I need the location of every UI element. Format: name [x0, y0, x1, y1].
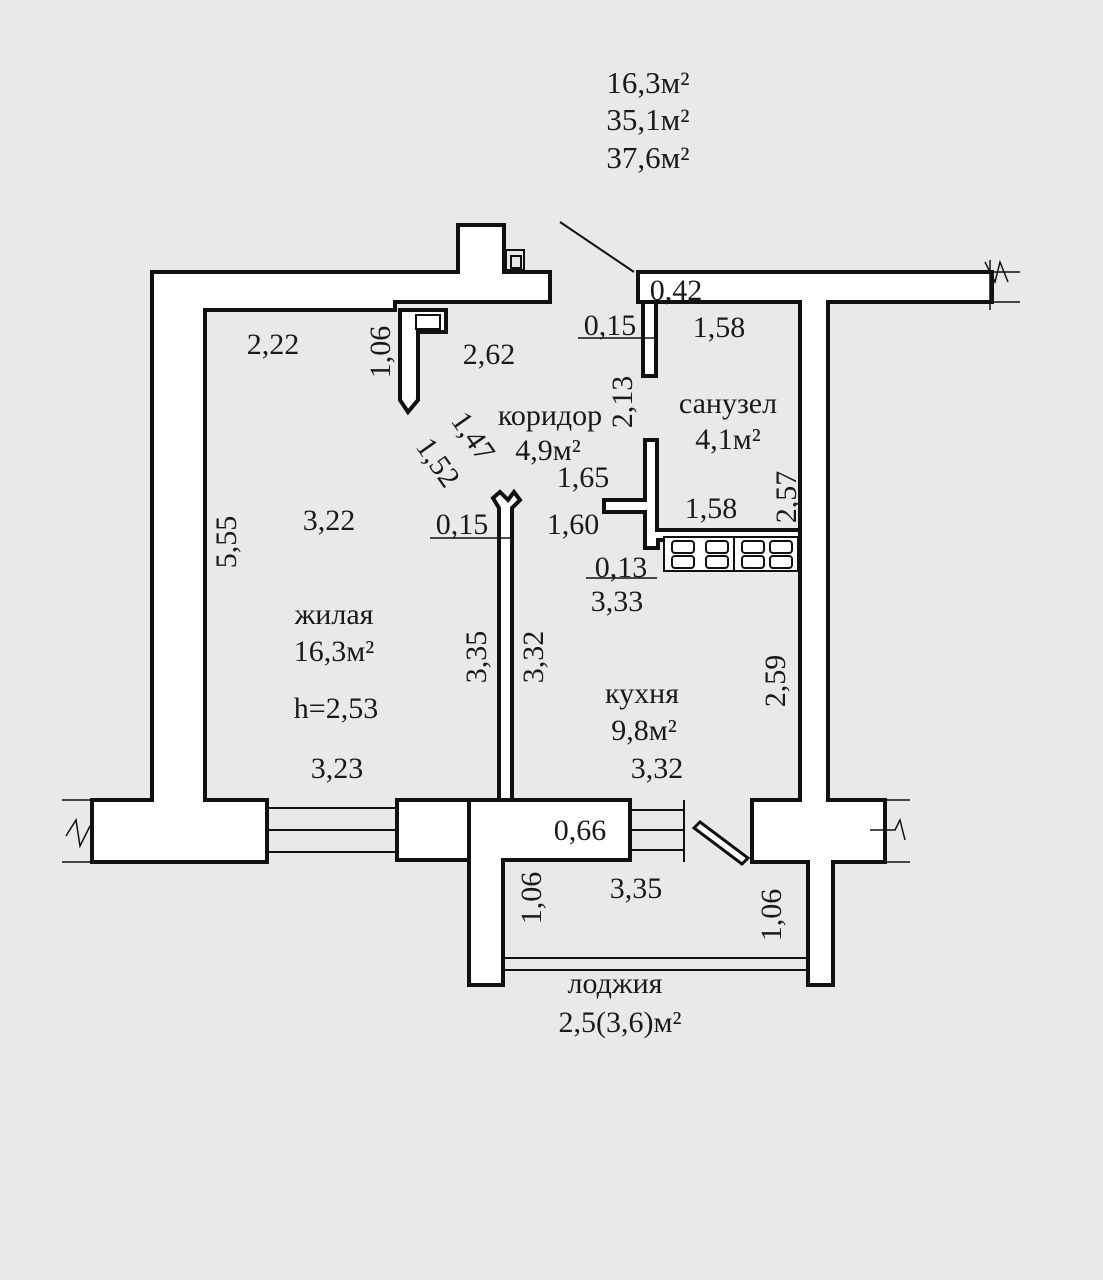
- dim-0-42: 0,42: [650, 274, 703, 307]
- useful-area-total: 35,1м²: [606, 102, 689, 137]
- dim-0-66: 0,66: [554, 814, 607, 847]
- dim-1-65: 1,65: [557, 461, 610, 494]
- dim-2-22: 2,22: [247, 328, 300, 361]
- dim-3-32-kitchen: 3,32: [631, 752, 684, 785]
- dim-3-35-living: 3,35: [460, 631, 493, 684]
- living-room-name: жилая: [294, 598, 374, 631]
- walls: [90, 223, 994, 987]
- break-marks: [62, 259, 1020, 863]
- living-room-area: 16,3м²: [294, 635, 374, 668]
- dim-0-15-top: 0,15: [584, 309, 637, 342]
- corridor-area: 4,9м²: [515, 434, 580, 467]
- bath-partition-lower: [602, 438, 802, 550]
- dim-2-59: 2,59: [759, 655, 792, 708]
- vent-partition: [398, 308, 448, 416]
- kitchen-area: 9,8м²: [611, 714, 676, 747]
- loggia-left-wall: [467, 798, 632, 987]
- dim-2-62: 2,62: [463, 338, 516, 371]
- dim-0-15-partition: 0,15: [436, 508, 489, 541]
- dim-0-13: 0,13: [595, 551, 648, 584]
- living-kitchen-partition: [490, 488, 523, 802]
- dim-1-58-top: 1,58: [693, 311, 746, 344]
- dim-3-32-kitchen-side: 3,32: [517, 631, 550, 684]
- dim-1-60: 1,60: [547, 508, 600, 541]
- ceiling-height: h=2,53: [294, 692, 378, 725]
- dim-1-06-loggia-right: 1,06: [755, 889, 788, 942]
- windows: [267, 800, 808, 971]
- bath-partition-upper: [641, 300, 658, 378]
- dimension-leaders: [430, 337, 657, 579]
- vent-channels: [415, 249, 525, 330]
- dim-1-58-bath: 1,58: [685, 492, 738, 525]
- left-and-top-wall: [90, 223, 552, 864]
- kitchen-counter: [663, 536, 799, 572]
- dim-5-55: 5,55: [210, 516, 243, 569]
- living-area-total: 16,3м²: [606, 65, 689, 100]
- bathroom-area: 4,1м²: [695, 423, 760, 456]
- corridor-name: коридор: [498, 399, 602, 432]
- dim-1-06-vent: 1,06: [364, 326, 397, 379]
- dim-3-33: 3,33: [591, 585, 644, 618]
- dim-3-22-living: 3,22: [303, 504, 356, 537]
- dim-1-06-loggia-left: 1,06: [515, 872, 548, 925]
- total-area: 37,6м²: [606, 140, 689, 175]
- dim-3-35-loggia: 3,35: [610, 872, 663, 905]
- bathroom-name: санузел: [679, 387, 777, 420]
- loggia-area: 2,5(3,6)м²: [559, 1006, 682, 1039]
- dim-2-57: 2,57: [770, 471, 803, 524]
- dim-2-13: 2,13: [606, 376, 639, 429]
- dim-3-23: 3,23: [311, 752, 364, 785]
- loggia-name: лоджия: [568, 967, 663, 1000]
- kitchen-name: кухня: [605, 677, 679, 710]
- top-right-wall: [636, 270, 994, 987]
- balcony-door: [691, 820, 751, 866]
- entry-door: [559, 221, 635, 273]
- bottom-pier: [395, 798, 471, 862]
